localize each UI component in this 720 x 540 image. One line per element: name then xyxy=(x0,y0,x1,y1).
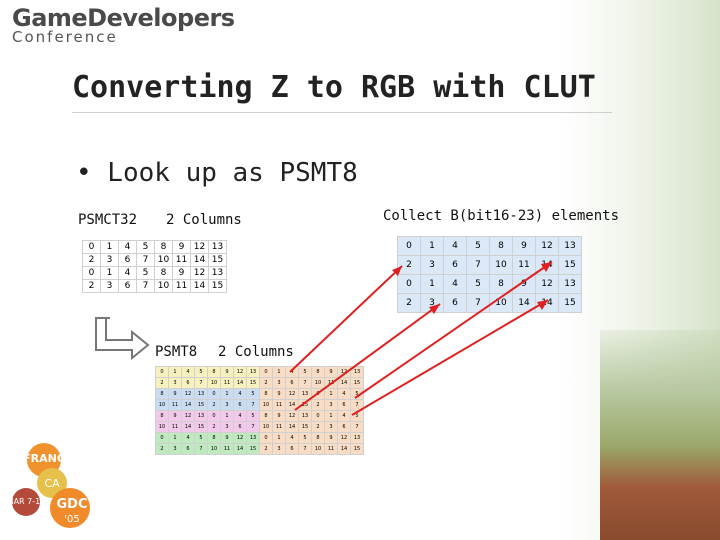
landscape-image xyxy=(600,330,720,540)
table-cell: 3 xyxy=(420,255,444,275)
table-cell: 11 xyxy=(324,443,338,455)
table-cell: 6 xyxy=(233,399,247,411)
table-cell: 10 xyxy=(489,293,513,313)
table-cell: 1 xyxy=(420,274,444,294)
table-cell: 4 xyxy=(443,236,467,256)
table-cell: 9 xyxy=(512,274,536,294)
table-cell: 0 xyxy=(397,274,421,294)
table-cell: 10 xyxy=(207,443,221,455)
red-arrowhead-2 xyxy=(429,304,440,314)
collect-label: Collect B(bit16-23) elements xyxy=(383,208,620,224)
bullet-point: • Look up as PSMT8 xyxy=(76,158,358,188)
red-arrow-1 xyxy=(289,265,403,373)
table-cell: 15 xyxy=(558,255,582,275)
table-cell: 5 xyxy=(466,274,490,294)
table-cell: 3 xyxy=(420,293,444,313)
logo-main-text: GameDevelopers xyxy=(12,4,235,32)
table-cell: 7 xyxy=(466,255,490,275)
table-cell: 13 xyxy=(558,236,582,256)
red-arrowhead-3 xyxy=(541,262,552,272)
two-columns-label-top: 2 Columns xyxy=(166,212,242,228)
table-cell: 12 xyxy=(337,366,351,378)
badge-year: '05 xyxy=(64,514,79,525)
table-cell: 15 xyxy=(350,443,364,455)
table-cell: 15 xyxy=(246,443,260,455)
title-divider xyxy=(72,112,612,113)
badge-date: MAR 7-11 xyxy=(7,497,46,506)
collect-grid: 0145891213236710111415014589121323671014… xyxy=(397,236,582,313)
psmct32-label: PSMCT32 xyxy=(78,212,138,228)
table-cell: 4 xyxy=(181,366,195,378)
badge-sf: SAN FRANCISCO xyxy=(6,452,94,465)
psmt8-label: PSMT8 xyxy=(155,344,198,360)
psmt8-grid: 0145891213014589121323671011141523671011… xyxy=(155,366,364,455)
table-cell: 13 xyxy=(350,432,364,444)
slide-title: Converting Z to RGB with CLUT xyxy=(72,70,596,105)
table-cell: 15 xyxy=(208,279,227,293)
table-cell: 6 xyxy=(181,443,195,455)
curved-arrow-icon xyxy=(95,317,150,361)
gdc-badge: SAN FRANCISCO CA MAR 7-11 GDC '05 xyxy=(6,443,94,528)
table-cell: 8 xyxy=(259,410,273,422)
red-arrowhead-4 xyxy=(537,300,548,310)
logo-sub-text: Conference xyxy=(12,28,118,46)
table-cell: 2 xyxy=(397,293,421,313)
table-cell: 13 xyxy=(558,274,582,294)
badge-ca: CA xyxy=(44,477,60,490)
table-cell: 12 xyxy=(337,432,351,444)
table-cell: 10 xyxy=(259,399,273,411)
table-cell: 9 xyxy=(272,410,286,422)
table-cell: 14 xyxy=(512,293,536,313)
gdc-logo: GameDevelopers Conference xyxy=(12,4,235,46)
table-cell: 2 xyxy=(155,443,169,455)
two-columns-label-bottom: 2 Columns xyxy=(218,344,294,360)
table-cell: 1 xyxy=(324,388,338,400)
red-arrow-3 xyxy=(354,261,553,399)
table-cell: 15 xyxy=(558,293,582,313)
table-cell: 9 xyxy=(512,236,536,256)
red-arrowhead-1 xyxy=(392,266,402,276)
table-cell: 10 xyxy=(489,255,513,275)
table-cell: 15 xyxy=(350,377,364,389)
badge-gdc: GDC xyxy=(56,497,87,512)
table-cell: 1 xyxy=(420,236,444,256)
table-cell: 6 xyxy=(443,293,467,313)
table-cell: 12 xyxy=(535,274,559,294)
red-arrow-4 xyxy=(351,299,549,416)
red-arrow-2 xyxy=(294,303,441,411)
table-cell: 5 xyxy=(350,388,364,400)
